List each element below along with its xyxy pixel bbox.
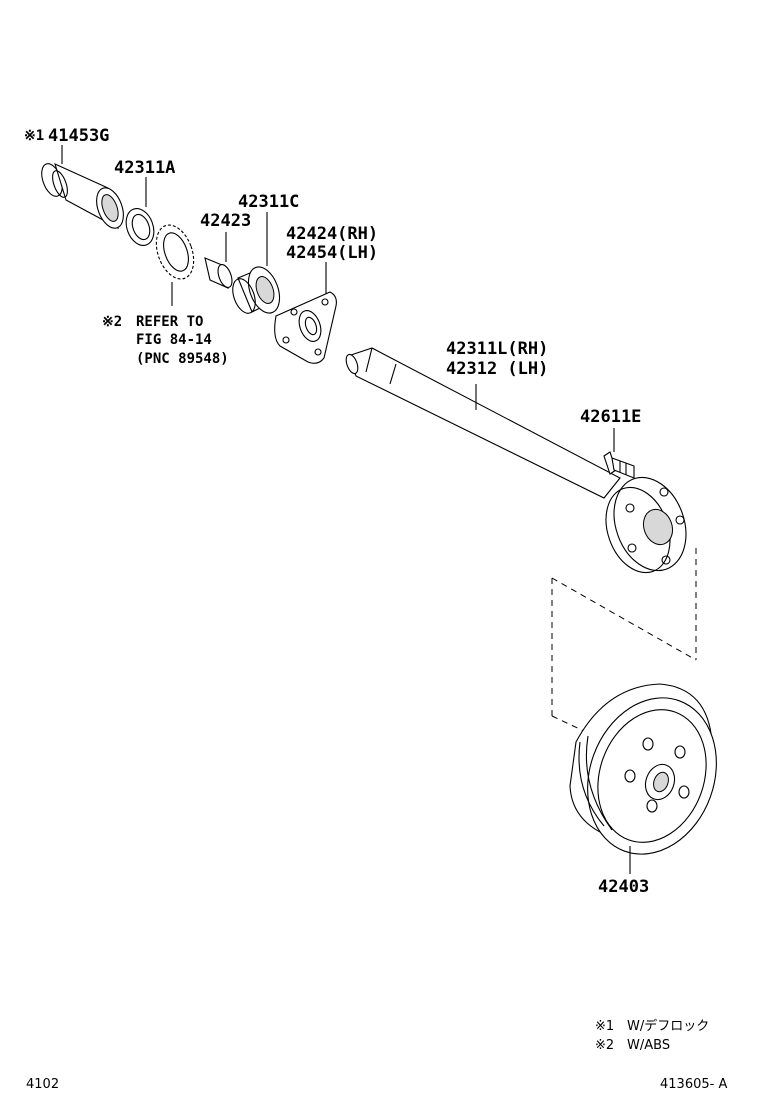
label-42611e: 42611E — [580, 407, 641, 427]
label-42454-lh: 42454(LH) — [286, 243, 378, 263]
refer-note-mark: ※2 — [102, 314, 122, 330]
label-42311l-rh: 42311L(RH) — [446, 339, 548, 359]
alignment-dashed-lines — [551, 548, 697, 733]
label-42311a: 42311A — [114, 158, 175, 178]
part-42311l-axle-shaft — [345, 347, 687, 574]
legend-mark-2: ※2 — [595, 1038, 614, 1053]
part-42311a-ring — [125, 208, 155, 246]
part-42424-retainer-plate — [274, 291, 337, 364]
part-42423-collar — [204, 257, 233, 289]
footer-left-code: 4102 — [26, 1077, 59, 1092]
refer-note-line3: (PNC 89548) — [136, 351, 229, 367]
label-42311c: 42311C — [238, 192, 299, 212]
sensor-rotor-gear — [155, 224, 195, 280]
legend-mark-1: ※1 — [595, 1019, 614, 1034]
legend-text-2: W/ABS — [627, 1038, 670, 1053]
refer-note-line1: REFER TO — [136, 314, 203, 330]
refer-note-line2: FIG 84-14 — [136, 332, 212, 348]
part-41453g-sleeve — [41, 162, 124, 230]
part-42403-brake-drum — [569, 683, 717, 855]
label-41453g: 41453G — [48, 126, 109, 146]
label-42312-lh: 42312 (LH) — [446, 359, 548, 379]
label-42403: 42403 — [598, 877, 649, 897]
label-41453g-mark: ※1 — [24, 128, 44, 144]
part-42311c-bearing — [232, 266, 281, 314]
label-42424-rh: 42424(RH) — [286, 224, 378, 244]
part-42611e-hub-bolt — [603, 451, 635, 479]
label-42423: 42423 — [200, 211, 251, 231]
footer-right-code: 413605- A — [660, 1077, 727, 1092]
legend-text-1: W/デフロック — [627, 1018, 709, 1034]
